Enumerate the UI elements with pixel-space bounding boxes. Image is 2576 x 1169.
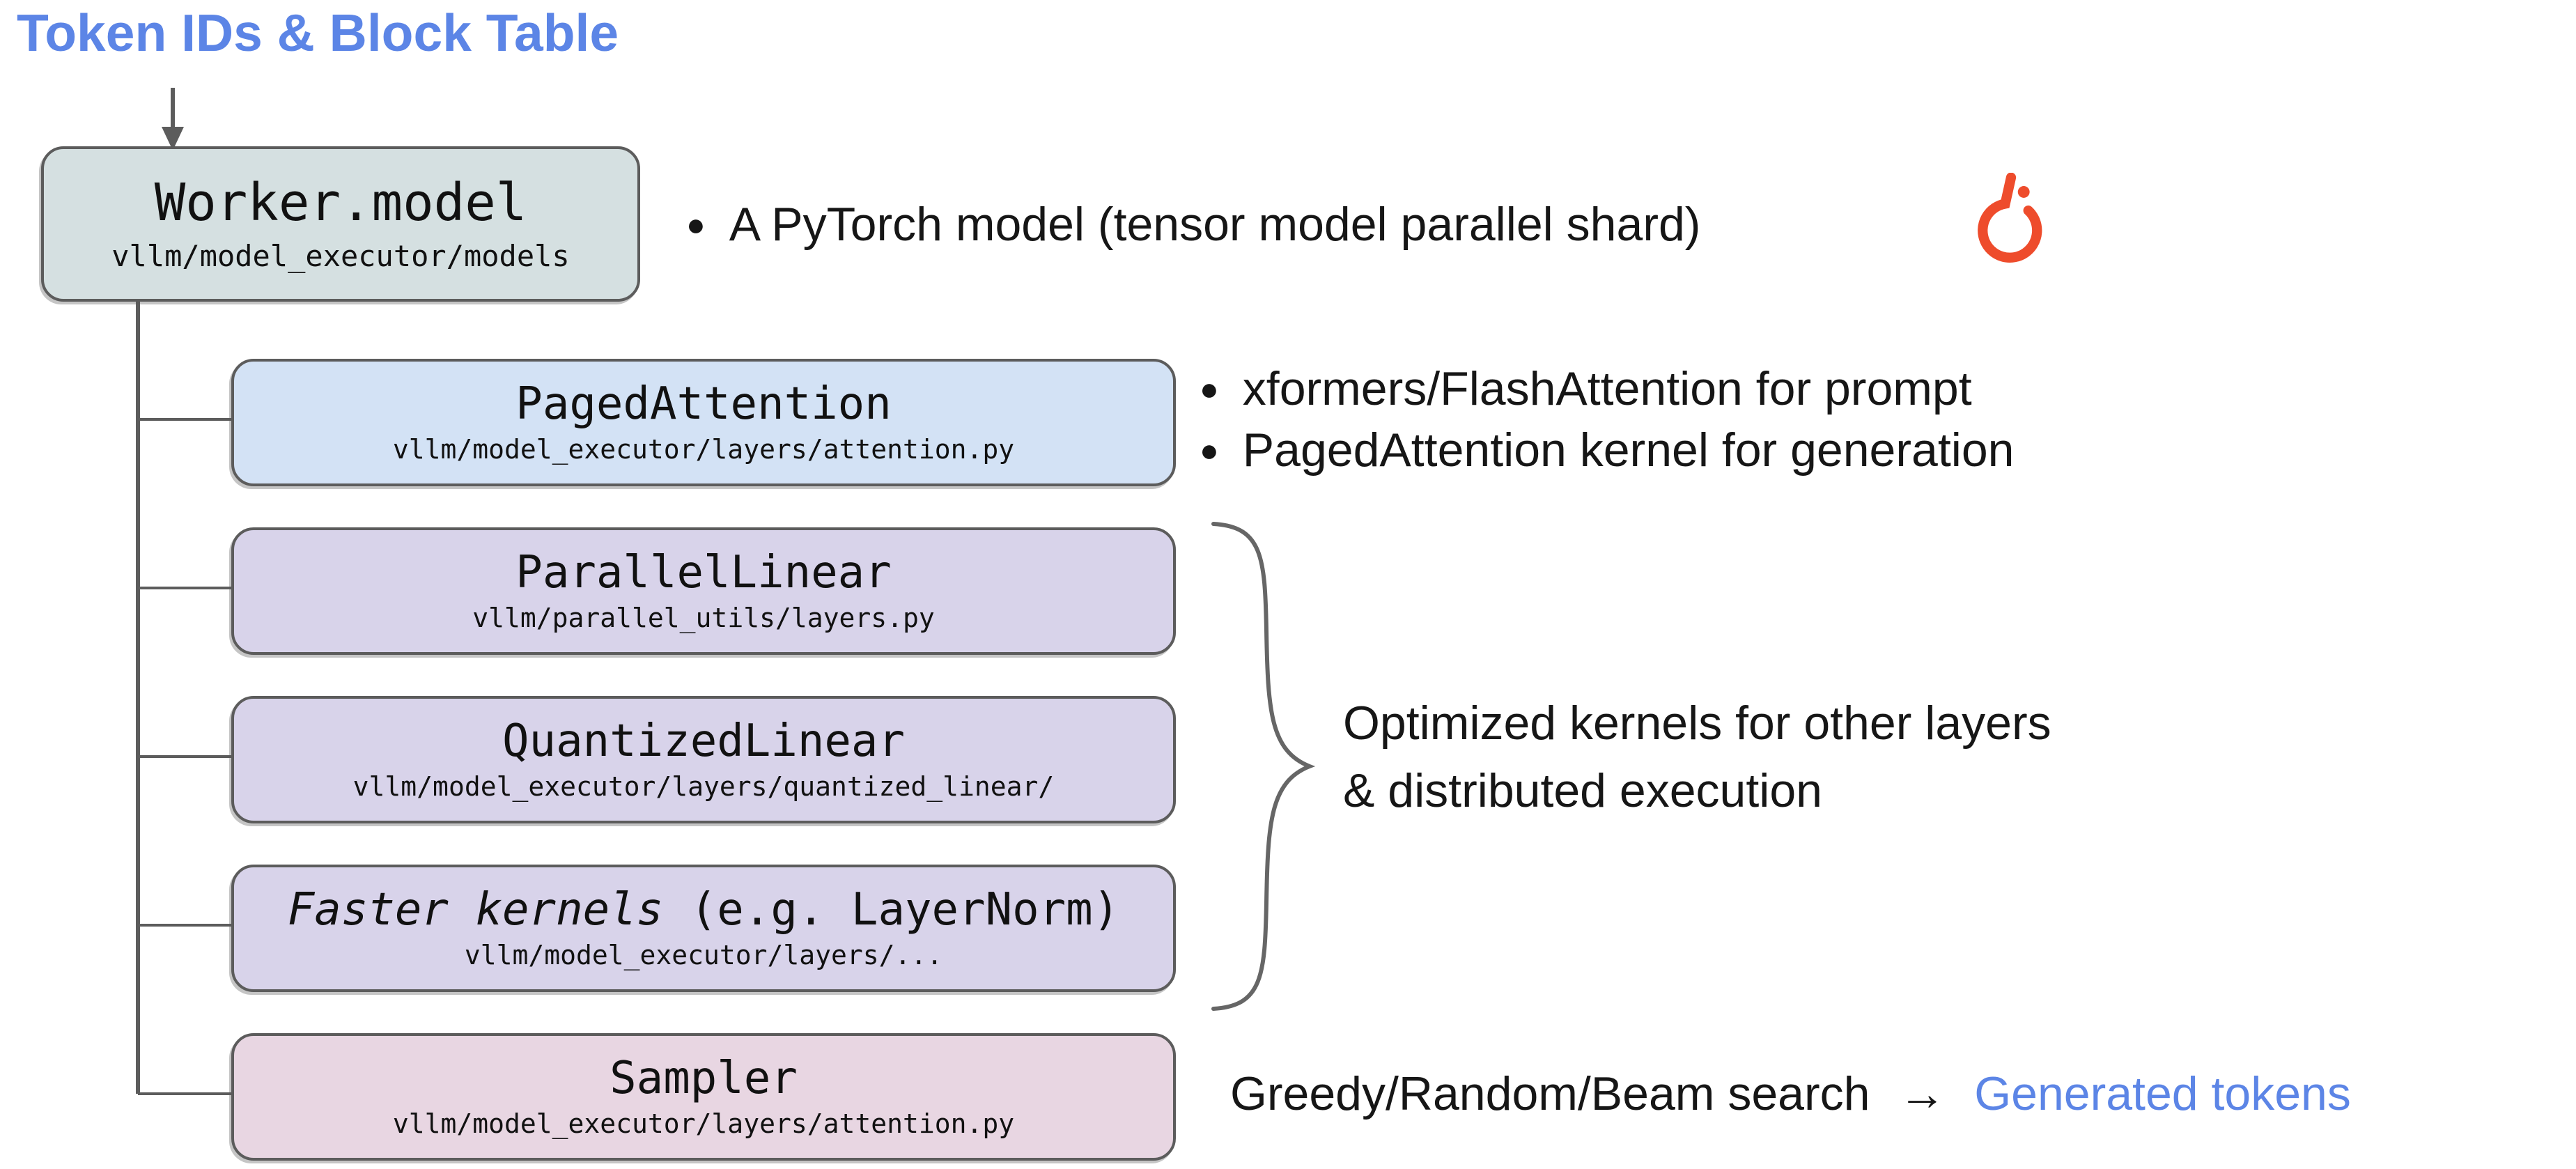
down-arrow [162, 88, 184, 150]
parallel-linear-path: vllm/parallel_utils/layers.py [472, 602, 935, 633]
worker-model-path: vllm/model_executor/models [111, 238, 570, 273]
faster-kernels-path: vllm/model_executor/layers/... [464, 939, 943, 970]
sampler-note-text: Greedy/Random/Beam search [1230, 1067, 1870, 1120]
sampler-box: Sampler vllm/model_executor/layers/atten… [231, 1033, 1176, 1161]
brace-icon [1211, 522, 1316, 1011]
tree-connectors [136, 296, 231, 1095]
worker-note: ● A PyTorch model (tensor model parallel… [686, 194, 1700, 255]
attention-note-2: PagedAttention kernel for generation [1242, 424, 2015, 477]
input-label: Token IDs & Block Table [17, 3, 619, 62]
note-row: ● xformers/FlashAttention for prompt [1200, 358, 1972, 419]
right-arrow-glyph: → [1898, 1067, 1946, 1120]
sampler-path: vllm/model_executor/layers/attention.py [392, 1108, 1015, 1139]
faster-kernels-box: Faster kernels (e.g. LayerNorm) vllm/mod… [231, 865, 1176, 992]
quantized-linear-title: QuantizedLinear [502, 715, 905, 767]
paged-attention-title: PagedAttention [515, 378, 892, 430]
bullet-icon: ● [686, 206, 706, 242]
sampler-note: Greedy/Random/Beam search → Generated to… [1230, 1063, 2351, 1124]
note-row: ● PagedAttention kernel for generation [1200, 419, 2014, 481]
worker-note-text: A PyTorch model (tensor model parallel s… [729, 198, 1701, 251]
parallel-linear-box: ParallelLinear vllm/parallel_utils/layer… [231, 527, 1176, 655]
paged-attention-notes: ● xformers/FlashAttention for prompt ● P… [1200, 358, 2014, 481]
quantized-linear-box: QuantizedLinear vllm/model_executor/laye… [231, 696, 1176, 823]
brace-note-line-1: Optimized kernels for other layers [1343, 697, 2051, 750]
paged-attention-box: PagedAttention vllm/model_executor/layer… [231, 359, 1176, 486]
parallel-linear-title: ParallelLinear [515, 546, 892, 598]
quantized-linear-path: vllm/model_executor/layers/quantized_lin… [352, 771, 1055, 802]
worker-model-box: Worker.model vllm/model_executor/models [41, 146, 640, 302]
brace-note-line-2: & distributed execution [1343, 764, 1822, 817]
sampler-title: Sampler [610, 1052, 798, 1104]
attention-note-1: xformers/FlashAttention for prompt [1242, 362, 1972, 415]
pytorch-logo-icon [1978, 173, 2042, 263]
bullet-icon: ● [1200, 432, 1219, 468]
faster-kernels-title-plain: (e.g. LayerNorm) [663, 883, 1120, 936]
worker-model-title: Worker.model [154, 172, 527, 233]
faster-kernels-title-italic: Faster kernels [287, 883, 664, 936]
bullet-icon: ● [1200, 371, 1219, 407]
faster-kernels-title: Faster kernels (e.g. LayerNorm) [288, 885, 1119, 936]
paged-attention-path: vllm/model_executor/layers/attention.py [392, 433, 1015, 465]
brace-note: Optimized kernels for other layers & dis… [1343, 690, 2051, 825]
generated-tokens-text: Generated tokens [1974, 1067, 2351, 1120]
